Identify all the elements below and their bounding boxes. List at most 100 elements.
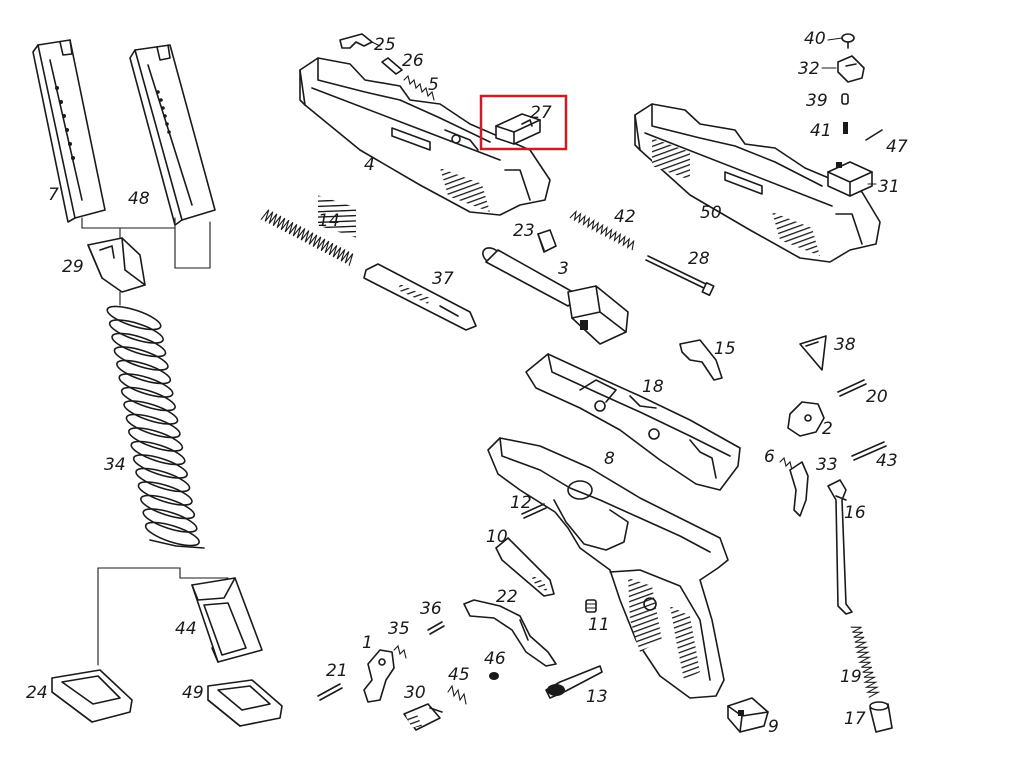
- label-45: 45: [448, 665, 470, 685]
- label-23: 23: [513, 221, 535, 241]
- label-27: 27: [530, 103, 552, 123]
- magazine-48: [129, 44, 216, 226]
- label-39: 39: [806, 91, 828, 111]
- label-32: 32: [798, 59, 820, 79]
- spring-42: [569, 209, 635, 251]
- spring-34-loop: [120, 386, 176, 412]
- leader-25: [371, 41, 381, 47]
- label-43: 43: [876, 451, 898, 471]
- label-25: 25: [374, 35, 396, 55]
- guide-rod-28: [645, 255, 715, 297]
- magazine-7: [32, 39, 106, 223]
- spring-bracket: [97, 567, 229, 666]
- insert-44: [191, 577, 263, 663]
- label-8: 8: [604, 449, 615, 469]
- label-33: 33: [816, 455, 838, 475]
- part-5-spring: [403, 74, 435, 101]
- part-20-pin: [837, 379, 867, 397]
- label-26: 26: [402, 51, 424, 71]
- part-10-bar: [495, 537, 555, 597]
- spring-34-loop: [130, 440, 186, 466]
- spring-34-loop: [108, 319, 164, 344]
- label-31: 31: [878, 177, 900, 197]
- label-4: 4: [364, 155, 375, 175]
- label-47: 47: [886, 137, 908, 157]
- magazine-bracket: [81, 217, 211, 269]
- label-11: 11: [588, 615, 610, 635]
- label-7: 7: [48, 185, 59, 205]
- label-18: 18: [642, 377, 664, 397]
- part-1-trigger: [363, 649, 395, 703]
- spring-34-loop: [142, 508, 198, 533]
- part-16-rod: [827, 479, 853, 615]
- part-11-pin: [585, 599, 597, 613]
- baseplate-49: [207, 679, 283, 727]
- spring-34-loop: [144, 521, 200, 547]
- part-27-sight: [495, 113, 541, 145]
- slide-4: [299, 57, 551, 238]
- label-44: 44: [175, 619, 197, 639]
- spring-34-loop: [116, 359, 172, 385]
- label-38: 38: [834, 335, 856, 355]
- part-31-sight-base: [827, 161, 873, 197]
- label-20: 20: [866, 387, 888, 407]
- label-46: 46: [484, 649, 506, 669]
- part-33-sear: [789, 461, 809, 517]
- part-47-pin: [865, 129, 883, 141]
- part-26-pin: [381, 57, 403, 75]
- label-12: 12: [510, 493, 532, 513]
- part-39-detent: [841, 93, 849, 105]
- label-36: 36: [420, 599, 442, 619]
- part-32-rear-sight: [837, 55, 865, 83]
- spring19-coil: [850, 626, 881, 698]
- part-36-pin: [427, 621, 445, 635]
- part-19-spring: [850, 626, 881, 698]
- frame-insert-18: [525, 353, 741, 491]
- part-46-pin: [489, 672, 499, 680]
- part-43-pin: [851, 441, 887, 461]
- spring-34-loop: [125, 413, 181, 439]
- label-37: 37: [432, 269, 454, 289]
- part-30-firing-pin-block: [403, 703, 443, 731]
- label-40: 40: [804, 29, 826, 49]
- leader-40: [827, 37, 843, 41]
- label-34: 34: [104, 455, 126, 475]
- label-21: 21: [326, 661, 348, 681]
- label-3: 3: [558, 259, 569, 279]
- part-23-block: [537, 229, 557, 253]
- part-38-wedge: [799, 335, 827, 371]
- part-6-spring: [779, 456, 793, 471]
- label-10: 10: [486, 527, 508, 547]
- part-9-block: [727, 697, 769, 733]
- label-14: 14: [318, 211, 340, 231]
- spring-34-loop: [113, 346, 169, 371]
- part-27-highlight-box: [479, 94, 568, 151]
- baseplate-24: [51, 669, 133, 723]
- label-49: 49: [182, 683, 204, 703]
- label-22: 22: [496, 587, 518, 607]
- spring-34-tail: [149, 539, 205, 549]
- part-40-screw: [841, 33, 855, 49]
- magazine-spring-34: [106, 305, 205, 549]
- label-6: 6: [764, 447, 775, 467]
- recoil-spring-14: [260, 209, 354, 266]
- spring-34-loop: [128, 427, 184, 452]
- label-35: 35: [388, 619, 410, 639]
- label-15: 15: [714, 339, 736, 359]
- frame-8: [487, 437, 729, 699]
- spring14-coil: [260, 209, 354, 266]
- label-2: 2: [822, 419, 833, 439]
- part-45-spring: [447, 684, 467, 705]
- label-41: 41: [810, 121, 832, 141]
- spring-34-loop: [106, 305, 162, 331]
- label-5: 5: [428, 75, 439, 95]
- part-2-hammer: [787, 401, 825, 437]
- slide-50: [634, 103, 881, 263]
- part-25-extractor: [339, 33, 373, 49]
- spring-34-loop: [135, 467, 191, 493]
- label-28: 28: [688, 249, 710, 269]
- label-16: 16: [844, 503, 866, 523]
- spring-34-loop: [137, 481, 193, 506]
